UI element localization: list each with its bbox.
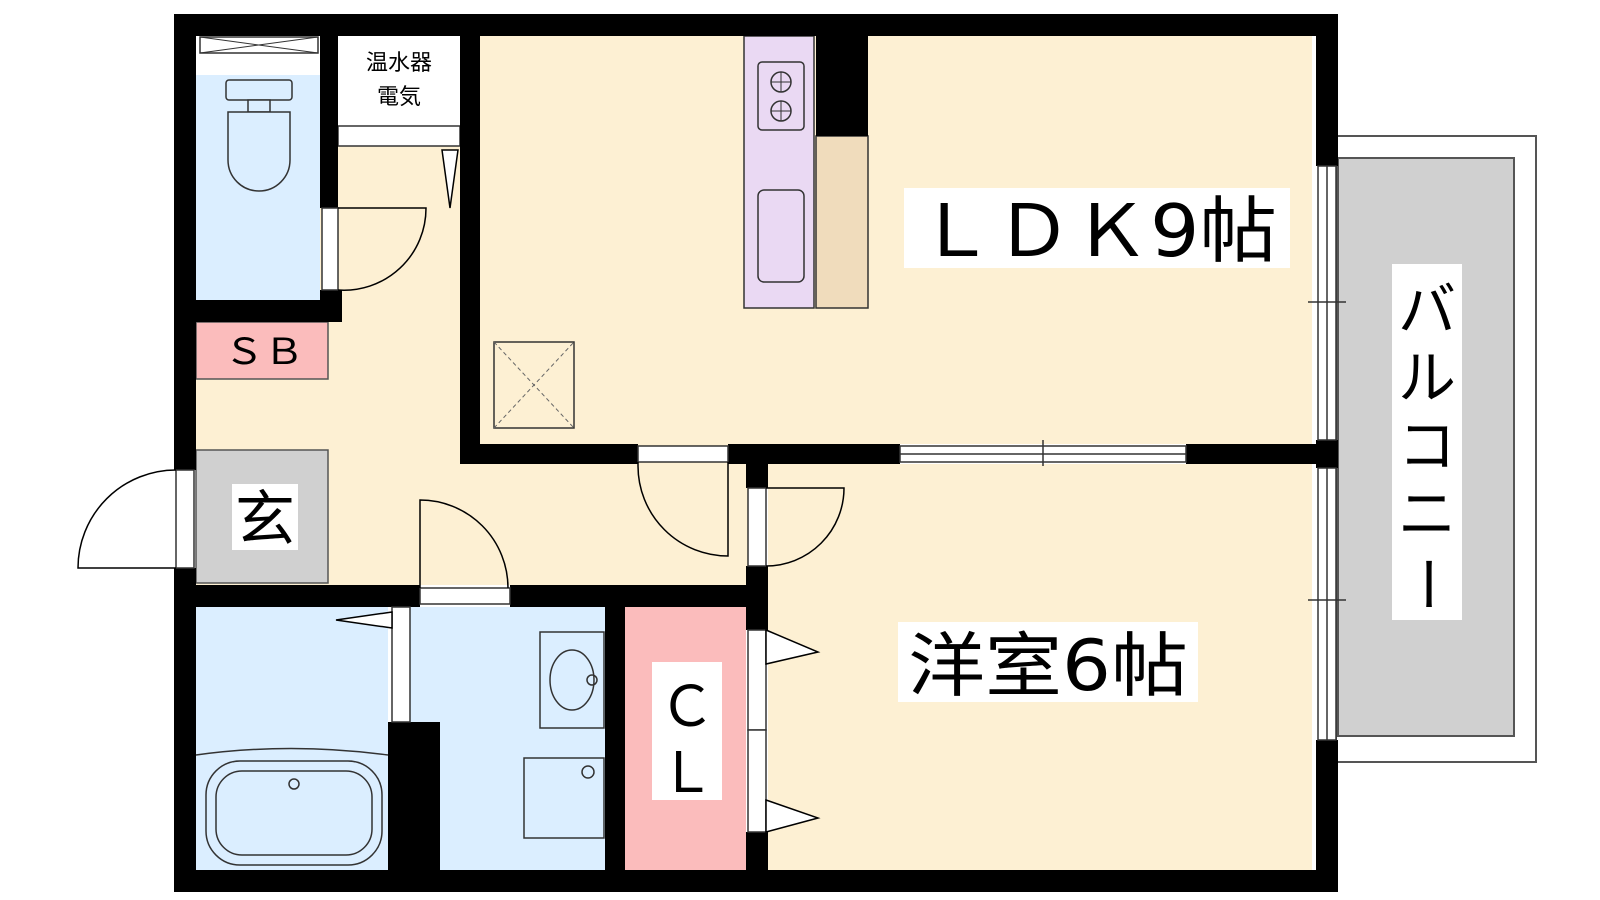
shoe-box-fill <box>195 321 329 380</box>
entrance-label-bg <box>232 484 298 550</box>
balcony-char-2: ル <box>1398 344 1456 412</box>
outer-wall-right-bottom <box>1316 740 1338 892</box>
heater-door-leaf <box>441 149 459 209</box>
western-door-swing <box>765 487 845 567</box>
toilet-door-swing <box>337 207 427 291</box>
water-heater-label-2: 電気 <box>377 85 421 110</box>
ldk-door-frame <box>637 445 729 463</box>
hall-wash-opening <box>419 587 511 605</box>
outer-wall-left-lower <box>174 568 196 882</box>
storage-hatch-icon <box>493 341 575 429</box>
ldk-door-swing <box>637 462 729 557</box>
ldk-bottom-wall-c <box>1186 444 1326 464</box>
door-swings <box>77 149 845 833</box>
bath-wash-wall <box>388 722 440 882</box>
outer-wall-top <box>174 14 1338 36</box>
entrance-door-swing <box>77 469 177 569</box>
bath-top-wall-b <box>510 585 768 607</box>
entrance-door-frame <box>175 469 195 569</box>
kitchen-sink <box>757 189 805 283</box>
balcony-char-5: ー <box>1393 555 1461 613</box>
bath-door-frame <box>391 606 411 723</box>
bath-door-leaf <box>335 611 393 629</box>
balcony-char-1: バ <box>1398 276 1456 344</box>
closet-western-wall-a <box>746 464 768 488</box>
toilet-right-wall <box>320 36 338 208</box>
balcony <box>1335 135 1537 763</box>
balcony-char-3: コ <box>1398 412 1456 480</box>
toilet-bottom-wall <box>196 300 342 322</box>
toilet-door-jamb <box>320 290 342 322</box>
ldk-bottom-wall-a <box>460 444 638 464</box>
vent-box-icon <box>199 36 319 54</box>
closet-label-l: Ｌ <box>659 741 715 806</box>
balcony-char-4: ニ <box>1398 480 1456 548</box>
windows <box>175 165 1346 833</box>
floor-fills <box>195 36 1312 871</box>
entrance-label: 玄 <box>235 485 295 555</box>
walls <box>174 14 1338 892</box>
wash-door-swing <box>419 499 509 589</box>
western-label-bg <box>898 622 1198 702</box>
fixtures <box>195 36 605 866</box>
ldk-label-bg <box>904 188 1290 268</box>
washing-machine-icon <box>523 757 605 839</box>
toilet-icon <box>225 79 293 192</box>
balcony-label-bg <box>1392 264 1462 620</box>
outer-wall-left <box>174 14 196 470</box>
closet-door-frame-b <box>747 729 767 833</box>
bath-top-wall-a <box>196 585 420 607</box>
outer-wall-right-top <box>1316 14 1338 166</box>
closet-label-bg <box>652 662 722 800</box>
wash-closet-wall <box>605 585 625 882</box>
bathtub-icon <box>195 747 389 866</box>
labels: ＬＤＫ9帖 洋室6帖 バ ル コ ニ ー ＳＢ 玄 Ｃ Ｌ 温水器 電気 <box>224 51 1461 806</box>
closet-door-leaf-b <box>765 798 821 833</box>
toilet-door-frame <box>321 207 339 291</box>
ldk-label: ＬＤＫ9帖 <box>917 189 1277 273</box>
kitchen-counter-lavender <box>743 35 815 309</box>
ldk-bottom-wall-b <box>728 444 900 464</box>
closet-door-leaf-a <box>765 628 821 665</box>
water-heater-cell <box>338 36 460 126</box>
closet-door-frame-a <box>747 629 767 731</box>
kitchen-fridge-wall <box>816 36 868 136</box>
shoe-box-label: ＳＢ <box>224 332 304 373</box>
closet-label-c: Ｃ <box>659 675 715 740</box>
hall-ldk-wall <box>460 36 480 464</box>
wash-basin-icon <box>539 631 605 729</box>
stove <box>757 61 805 131</box>
kitchen-side-counter <box>815 135 869 309</box>
hall-floor-lower <box>330 444 748 585</box>
kitchen <box>743 35 869 309</box>
western-room-label: 洋室6帖 <box>908 625 1188 707</box>
closet-western-wall-b <box>746 566 768 630</box>
western-door-frame <box>747 487 767 567</box>
water-heater-label-1: 温水器 <box>366 51 432 76</box>
closet-western-wall-c <box>746 832 768 882</box>
